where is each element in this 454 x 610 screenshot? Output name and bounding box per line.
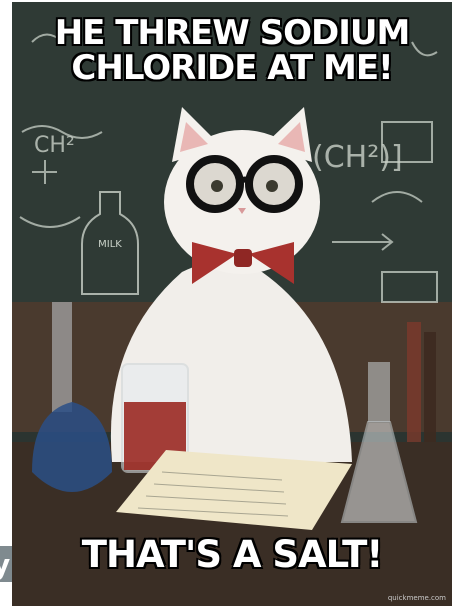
chalk-formula: CH²	[34, 133, 75, 158]
cat-nose	[238, 208, 246, 214]
flask-right	[340, 322, 436, 523]
top-caption: HE THREW SODIUM CHLORIDE AT ME!	[54, 13, 412, 88]
flask-left	[32, 302, 112, 492]
bottom-caption: THAT'S A SALT!	[81, 533, 384, 576]
corner-logo: y	[0, 546, 14, 582]
meme-image: CH² (CH²)] MILK	[12, 2, 452, 606]
glasses	[186, 155, 303, 213]
chalk-scribbles	[19, 33, 438, 303]
chalk-text: (CH²)]	[312, 140, 403, 175]
milk-bottle-drawing	[81, 191, 139, 295]
watermark: quickmeme.com	[387, 594, 446, 602]
corner-logo-letter: y	[0, 548, 11, 581]
milk-label: MILK	[98, 239, 122, 250]
notepad	[116, 450, 352, 530]
meme-illustration: CH² (CH²)] MILK	[12, 2, 452, 606]
bow-tie	[192, 242, 294, 284]
beaker	[121, 363, 189, 473]
